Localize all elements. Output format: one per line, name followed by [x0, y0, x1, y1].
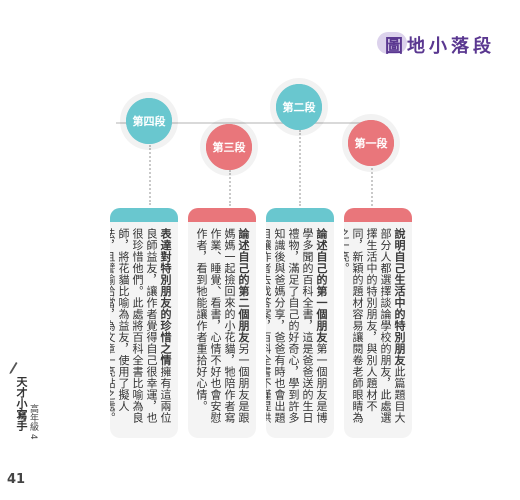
card-band: [266, 208, 334, 222]
card-heading: 表達對特別朋友的珍惜之情: [159, 228, 172, 366]
node-label: 第三段: [212, 141, 246, 154]
connector-line: [160, 122, 372, 124]
card-body: 第一個朋友是博學多聞的百科全書，這是爸爸送的生日禮物，滿足了自己的好奇心，學到許…: [266, 228, 328, 424]
book-logo: 天才小寫手: [15, 376, 28, 431]
card-heading: 論述自己的第一個朋友: [315, 228, 328, 343]
node-to-card-line: [371, 168, 373, 206]
node-label: 第四段: [132, 115, 166, 128]
card-body: 另一個朋友是跟媽媽一起撿回來的小花貓，牠陪作者寫作業、睡覺、看書，心情不好也會安…: [195, 228, 250, 424]
node-paragraph-3: 第三段: [200, 118, 258, 176]
card-heading: 論述自己的第二個朋友: [237, 228, 250, 343]
node-paragraph-4: 第四段: [120, 92, 178, 150]
pencil-icon: [9, 362, 18, 374]
card-text: 論述自己的第二個朋友另一個朋友是跟媽媽一起撿回來的小花貓，牠陪作者寫作業、睡覺、…: [194, 228, 250, 433]
card-paragraph-4: 表達對特別朋友的珍惜之情擁有這兩位良師益友，讓作者覺得自己很幸運，也很珍惜他們。…: [110, 208, 178, 438]
node-to-card-line: [149, 145, 151, 205]
card-heading: 說明自己生活中的特別朋友: [393, 228, 406, 366]
card-paragraph-3: 論述自己的第二個朋友另一個朋友是跟媽媽一起撿回來的小花貓，牠陪作者寫作業、睡覺、…: [188, 208, 256, 438]
page-number: 41: [7, 472, 26, 487]
node-label: 第一段: [354, 137, 388, 150]
card-band: [110, 208, 178, 222]
node-to-card-line: [299, 130, 301, 206]
card-body: 此篇題目大部分人都選擇談論學校的朋友，此處選擇生活中的特別朋友，與別人題材不同，…: [344, 228, 406, 424]
node-to-card-line: [229, 170, 231, 206]
card-body: 擁有這兩位良師益友，讓作者覺得自己很幸運，也很珍惜他們。此處將百科全書比喻為良師…: [110, 228, 172, 424]
card-band: [188, 208, 256, 222]
map-title: 段落小地圖: [382, 36, 491, 56]
card-text: 說明自己生活中的特別朋友此篇題目大部分人都選擇談論學校的朋友，此處選擇生活中的特…: [344, 228, 406, 433]
card-band: [344, 208, 412, 222]
node-paragraph-1: 第一段: [342, 114, 400, 172]
node-paragraph-2: 第二段: [270, 78, 328, 136]
card-text: 表達對特別朋友的珍惜之情擁有這兩位良師益友，讓作者覺得自己很幸運，也很珍惜他們。…: [110, 228, 172, 433]
grade-label: 高年級 4: [28, 404, 38, 440]
card-paragraph-1: 說明自己生活中的特別朋友此篇題目大部分人都選擇談論學校的朋友，此處選擇生活中的特…: [344, 208, 412, 438]
card-paragraph-2: 論述自己的第一個朋友第一個朋友是博學多聞的百科全書，這是爸爸送的生日禮物，滿足了…: [266, 208, 334, 438]
node-label: 第二段: [282, 101, 316, 114]
title-badge: [377, 32, 407, 54]
card-text: 論述自己的第一個朋友第一個朋友是博學多聞的百科全書，這是爸爸送的生日禮物，滿足了…: [266, 228, 328, 433]
